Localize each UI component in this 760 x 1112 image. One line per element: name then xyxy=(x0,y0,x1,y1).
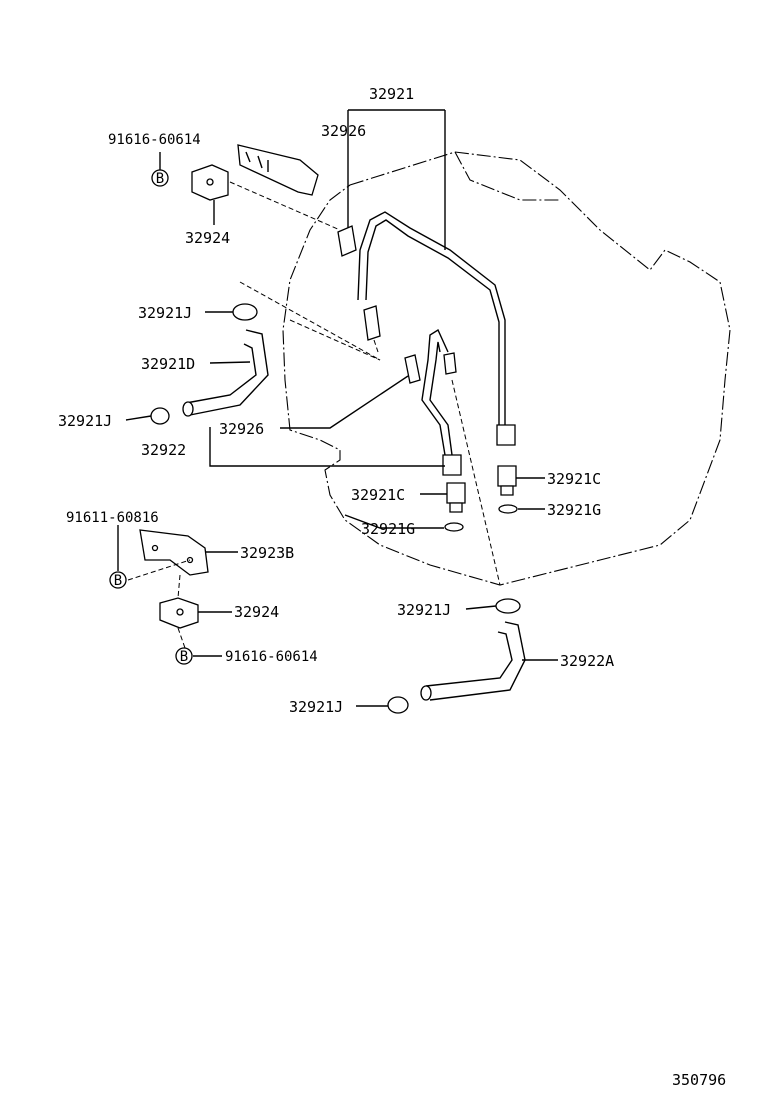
label-32921J-2: 32921J xyxy=(58,412,112,430)
pipe-fitting-right xyxy=(496,424,516,446)
grommet-32926-top xyxy=(337,225,357,257)
grommet-32926-mid xyxy=(404,354,421,384)
bolt-label-b-mid: B xyxy=(114,573,122,589)
bolt-label-b-low: B xyxy=(180,649,188,665)
leader-lines xyxy=(117,109,558,707)
clip-32921J-1 xyxy=(232,303,258,321)
bolt-b-mid xyxy=(109,571,127,589)
hose-32922A-inner xyxy=(425,631,513,687)
union-32921C-left-tip xyxy=(449,502,463,513)
label-32924-low: 32924 xyxy=(234,603,279,621)
oring-32921G-right xyxy=(498,504,518,514)
label-32921C-right: 32921C xyxy=(547,470,601,488)
label-32924-top: 32924 xyxy=(185,229,230,247)
bolt-label-b-top: B xyxy=(156,171,164,187)
label-91616-top: 91616-60614 xyxy=(108,132,201,148)
label-32926-top: 32926 xyxy=(321,122,366,140)
label-32921J-4: 32921J xyxy=(289,698,343,716)
label-32923B: 32923B xyxy=(240,544,294,562)
hose-32921D-outer xyxy=(189,329,269,416)
union-32921C-right-tip xyxy=(500,485,514,496)
union-32921C-left xyxy=(446,482,466,504)
transmission-outline xyxy=(282,151,731,586)
dashed-leader-pipe-top xyxy=(373,339,379,353)
label-32921: 32921 xyxy=(369,85,414,103)
label-32922A: 32922A xyxy=(560,652,614,670)
pipe-fitting-32922-top xyxy=(443,352,457,375)
hose-32922A-end xyxy=(420,685,432,701)
pipe-fitting-left-top xyxy=(363,305,381,341)
oring-32921G-left xyxy=(444,522,464,532)
label-32926-mid: 32926 xyxy=(219,420,264,438)
label-91616-low: 91616-60614 xyxy=(225,649,318,665)
pipe-32921-outer xyxy=(357,211,506,425)
dashed-leader-bolt-mid xyxy=(127,559,191,581)
dashed-leader-bracket-clamp xyxy=(177,574,181,599)
bracket-hole-1 xyxy=(151,544,159,552)
label-32921G-left: 32921G xyxy=(361,520,415,538)
pipe-32921-inner xyxy=(365,219,500,425)
bracket-32923B xyxy=(139,529,209,576)
bolt-b-low xyxy=(175,647,193,665)
dashed-leader-hose xyxy=(239,281,381,361)
clip-32921J-2 xyxy=(150,407,170,425)
pipe-32922-inner xyxy=(429,341,453,456)
dashed-leader-top-clamp xyxy=(229,181,341,231)
hose-32921D-end xyxy=(182,401,194,417)
label-32922: 32922 xyxy=(141,441,186,459)
label-32921J-1: 32921J xyxy=(138,304,192,322)
clamp-hole-low xyxy=(176,608,184,616)
diagram-number: 350796 xyxy=(672,1071,726,1089)
clamp-32924-top xyxy=(191,164,229,201)
housing-detail-line xyxy=(454,151,560,201)
label-91611: 91611-60816 xyxy=(66,510,159,526)
clip-32921J-4 xyxy=(387,696,409,714)
label-32921J-3: 32921J xyxy=(397,601,451,619)
pipe-32922-outer xyxy=(421,328,449,456)
dashed-leader-bolt-low xyxy=(177,627,186,649)
upper-bracket xyxy=(237,144,319,196)
label-32921D: 32921D xyxy=(141,355,195,373)
clip-32921J-3 xyxy=(495,598,521,614)
label-32921G-right: 32921G xyxy=(547,501,601,519)
dashed-leader-lower-hose xyxy=(451,379,501,586)
pipe-fitting-32922-bottom xyxy=(442,454,462,476)
union-32921C-right xyxy=(497,465,517,487)
dashed-leader-hose-2 xyxy=(289,319,381,361)
label-32921C-left: 32921C xyxy=(351,486,405,504)
hose-32921D-inner xyxy=(185,343,257,404)
